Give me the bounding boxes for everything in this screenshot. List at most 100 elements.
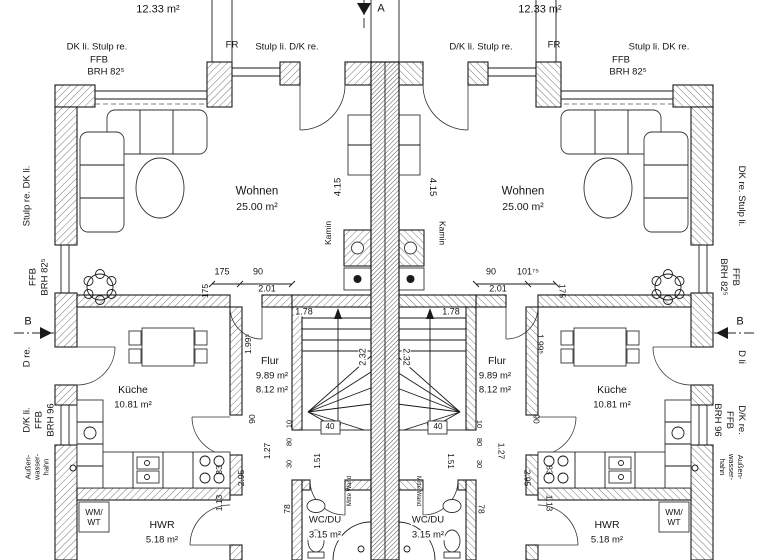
dim: 90	[252, 266, 264, 277]
brh-top-right: BRH 82⁵	[609, 66, 647, 78]
dim: 1.78	[294, 306, 314, 317]
note-mitte-wand-left: Mitte Wand	[347, 475, 353, 507]
tap-label-right-1: Außen-	[735, 454, 745, 480]
room-label-kueche-left: Küche	[118, 383, 148, 396]
dim: 30	[474, 459, 484, 469]
room-area-flur-right-2: 8.12 m²	[478, 384, 512, 396]
dim: 1.99⁵	[242, 333, 253, 355]
kamin-label-right: Kamin	[437, 220, 448, 246]
ffb-side-right: FFB	[729, 268, 741, 286]
ffb-top-left: FFB	[90, 54, 108, 66]
upper-room-area-left: 12.33 m²	[136, 3, 180, 16]
dim: 1.13	[213, 494, 224, 512]
window-label-fr-right: FR	[547, 39, 561, 51]
dim: 30	[284, 459, 294, 469]
dim: 80	[284, 437, 294, 447]
window2-label-right-1: BRH 96	[711, 403, 723, 437]
dim: 1.27	[261, 442, 272, 460]
window2-label-left-1: D/K li.	[21, 407, 33, 433]
section-a-arrow	[357, 3, 371, 15]
window2-label-left-3: BRH 96	[45, 403, 57, 437]
dim: 83	[213, 465, 224, 475]
room-label-hwr-left: HWR	[149, 518, 175, 531]
appliance-label-right-1: WM/	[664, 506, 684, 517]
brh-top-left: BRH 82⁵	[87, 66, 125, 78]
room-label-flur-right: Flur	[487, 354, 507, 367]
room-label-wohnen-left: Wohnen	[235, 185, 279, 198]
room-area-flur-left-1: 9.89 m²	[255, 370, 289, 382]
dim: 2.95	[522, 469, 533, 487]
room-label-wohnen-right: Wohnen	[501, 185, 545, 198]
dim: 2.32	[401, 347, 412, 367]
dim: 90	[485, 266, 497, 277]
brh-side-right: BRH 82⁵	[717, 258, 729, 296]
upper-room-area-right: 12.33 m²	[518, 3, 562, 16]
section-b-label-right: B	[736, 315, 744, 328]
tap-label-left-1: Außen-	[23, 454, 33, 480]
room-area-wohnen-right: 25.00 m²	[502, 200, 544, 213]
window-label-top-right: Stulp li. DK re.	[628, 41, 690, 53]
dim: 4.15	[332, 177, 344, 197]
dim: 78	[281, 504, 292, 514]
appliance-label-left-2: WT	[86, 516, 102, 527]
tap-label-left-2: wasser-	[32, 453, 42, 481]
ffb-top-right: FFB	[612, 54, 630, 66]
dim: 40	[324, 422, 336, 431]
window2-label-left-2: FFB	[33, 411, 45, 429]
dim: 10	[474, 419, 484, 429]
room-area-wc-right: 3.15 m²	[410, 529, 446, 541]
dim: 2.01	[258, 283, 276, 294]
tap-label-right-3: hahn	[717, 458, 727, 476]
room-label-flur-left: Flur	[260, 354, 280, 367]
dim: 90	[531, 414, 542, 424]
room-area-wc-left: 3.15 m²	[307, 529, 343, 541]
window2-label-right-3: D/K re.	[735, 405, 747, 435]
dim: 1.99⁵	[535, 333, 546, 355]
tap-label-right-2: wasser-	[726, 453, 736, 481]
room-area-kueche-right: 10.81 m²	[593, 399, 631, 411]
room-area-wohnen-left: 25.00 m²	[236, 200, 278, 213]
room-label-wc-right: WC/DU	[410, 514, 446, 526]
window-label-fr-left: FR	[225, 39, 239, 51]
ffb-side-left: FFB	[27, 268, 39, 286]
dim: 80	[474, 437, 484, 447]
dim: 10	[284, 419, 294, 429]
note-mitte-wand-right: Mitte Wand	[415, 475, 421, 507]
section-a-label: A	[377, 2, 385, 15]
dim: 1.13	[544, 494, 555, 512]
dim: 101⁷⁵	[516, 266, 540, 277]
room-area-flur-right-1: 9.89 m²	[478, 370, 512, 382]
window-label-side-left: Stulp re. DK li.	[21, 165, 33, 227]
door-label-d-right: D li	[735, 350, 747, 364]
dim: 4.15	[426, 177, 438, 197]
dim: 175	[214, 266, 230, 277]
dim: 1.51	[313, 453, 322, 469]
dim: 90	[246, 414, 257, 424]
dim: 1.51	[446, 453, 455, 469]
party-wall-and-section-a	[357, 0, 400, 560]
dim: 2.32	[357, 347, 368, 367]
door-label-d-left: D re.	[21, 346, 33, 368]
dim: 83	[544, 465, 555, 475]
dim: 2.01	[489, 283, 507, 294]
kamin-label-left: Kamin	[322, 220, 333, 246]
room-label-hwr-right: HWR	[594, 518, 620, 531]
dim: 1.78	[441, 306, 461, 317]
room-area-hwr-right: 5.18 m²	[590, 534, 624, 546]
window-label-side-right: DK re. Stulp li.	[735, 165, 747, 227]
door-label-entry-right: D/K li. Stulp re.	[449, 41, 513, 53]
dim: 2.95	[235, 469, 246, 487]
room-label-kueche-right: Küche	[597, 383, 627, 396]
window-label-top-left: DK li. Stulp re.	[66, 41, 128, 53]
appliance-label-right-2: WT	[666, 516, 682, 527]
tap-label-left-3: hahn	[41, 458, 51, 476]
window2-label-right-2: FFB	[723, 411, 735, 429]
dim: 175	[557, 283, 568, 299]
room-area-hwr-left: 5.18 m²	[145, 534, 179, 546]
brh-side-left: BRH 82⁵	[39, 258, 51, 296]
door-label-entry-left: Stulp li. D/K re.	[255, 41, 319, 53]
dim: 78	[476, 504, 487, 514]
room-label-wc-left: WC/DU	[307, 514, 343, 526]
